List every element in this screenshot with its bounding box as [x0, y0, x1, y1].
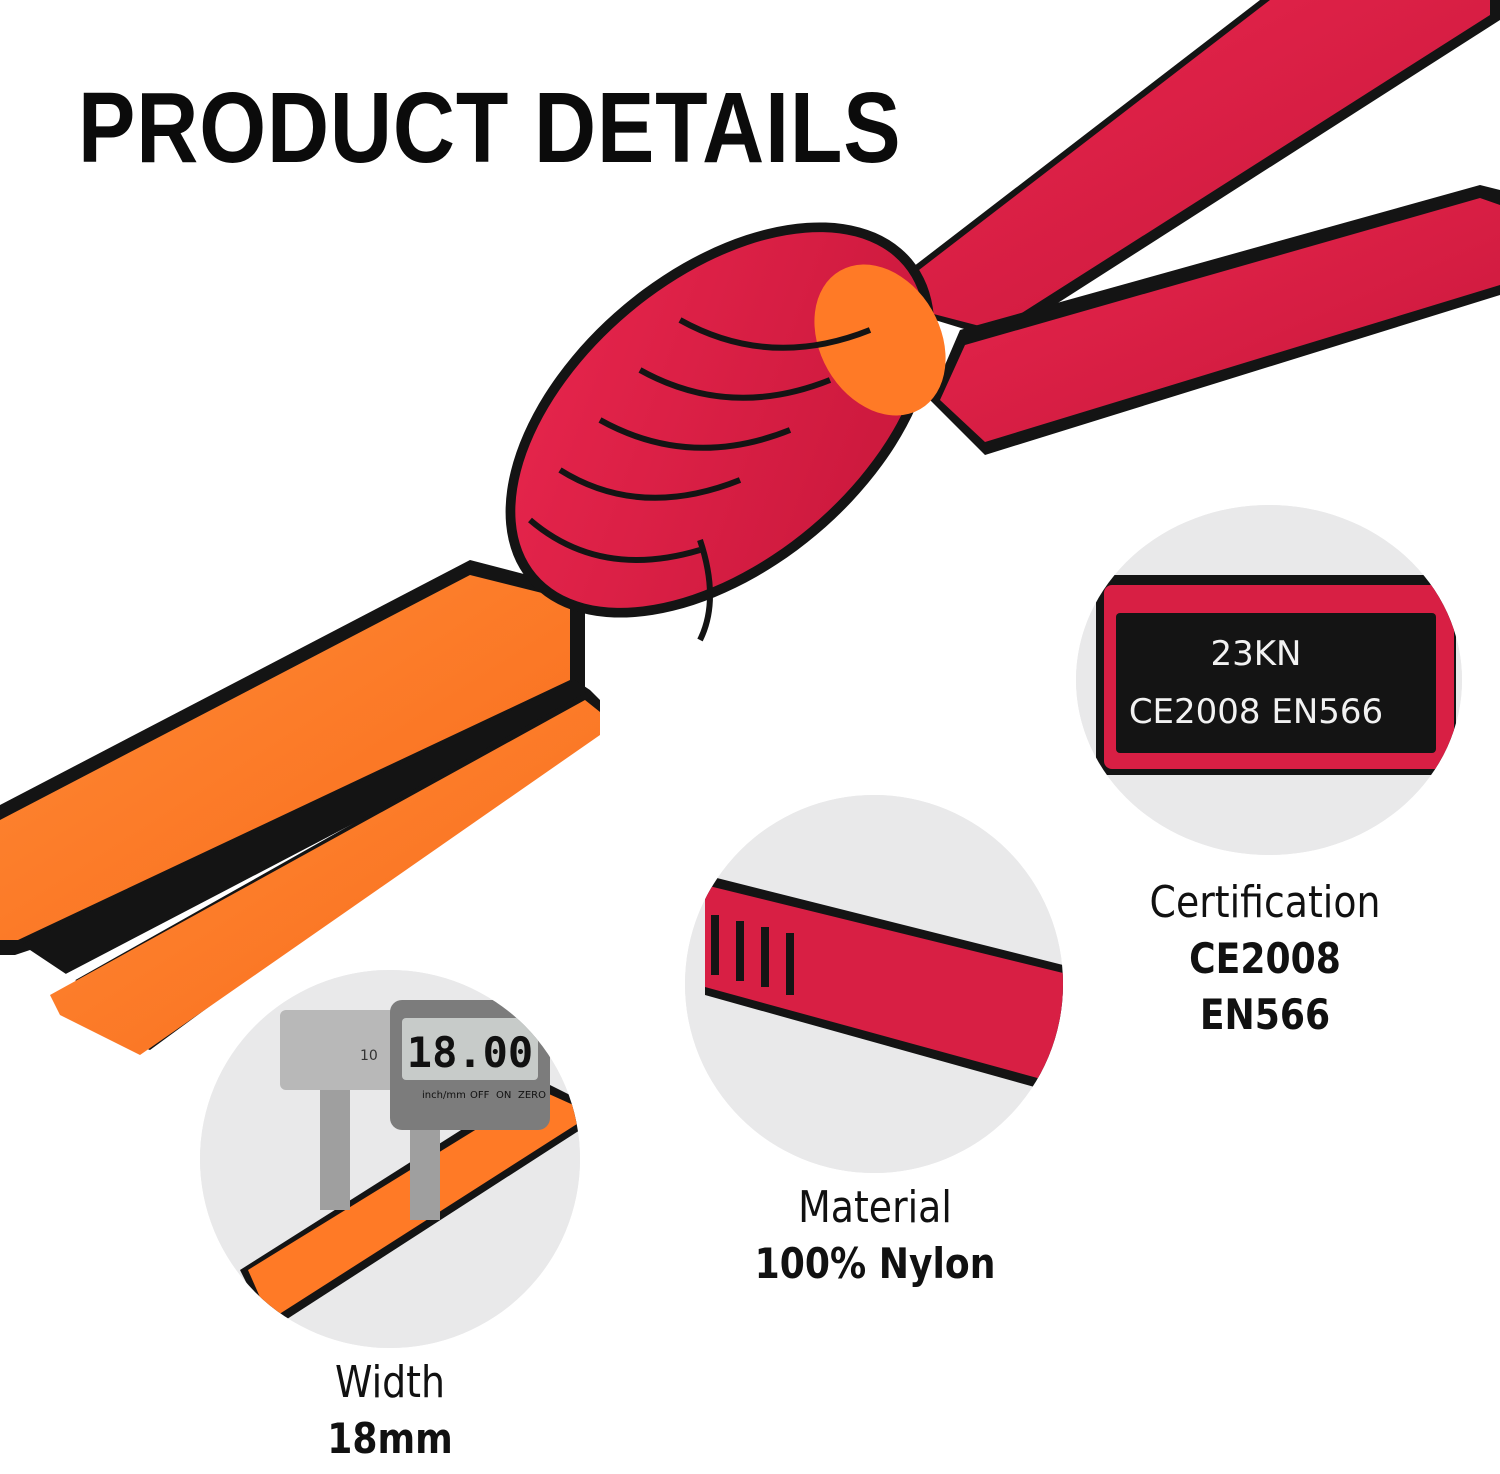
caliper-unit-label: inch/mm [422, 1090, 466, 1101]
material-label: Material [798, 1182, 952, 1233]
certification-caption: Certification CE2008 EN566 [1100, 875, 1430, 1043]
caliper-scale-number: 10 [360, 1048, 378, 1064]
tag-line-2: CE2008 EN566 [1129, 692, 1383, 732]
caliper-reading: 18.00 [407, 1028, 533, 1077]
caliper-button-on: ON [496, 1090, 511, 1101]
material-caption: Material 100% Nylon [725, 1180, 1025, 1292]
certification-image: 23KN CE2008 EN566 [1076, 505, 1462, 855]
knot [505, 222, 946, 642]
tag-line-1: 23KN [1211, 634, 1302, 674]
material-image [685, 795, 1063, 1173]
caliper-button-zero: ZERO [518, 1090, 546, 1101]
material-value: 100% Nylon [754, 1239, 996, 1288]
certification-label: Certification [1149, 877, 1381, 928]
width-value: 18mm [327, 1414, 453, 1463]
width-caption: Width 18mm [240, 1355, 540, 1467]
width-image: 10 18.00 inch/mm OFF ON ZERO [200, 970, 580, 1348]
page-title: PRODUCT DETAILS [78, 72, 902, 184]
width-label: Width [335, 1357, 445, 1408]
certification-value: CE2008 EN566 [1189, 934, 1341, 1039]
caliper-button-off: OFF [470, 1090, 490, 1101]
orange-strap-inner [20, 680, 590, 990]
